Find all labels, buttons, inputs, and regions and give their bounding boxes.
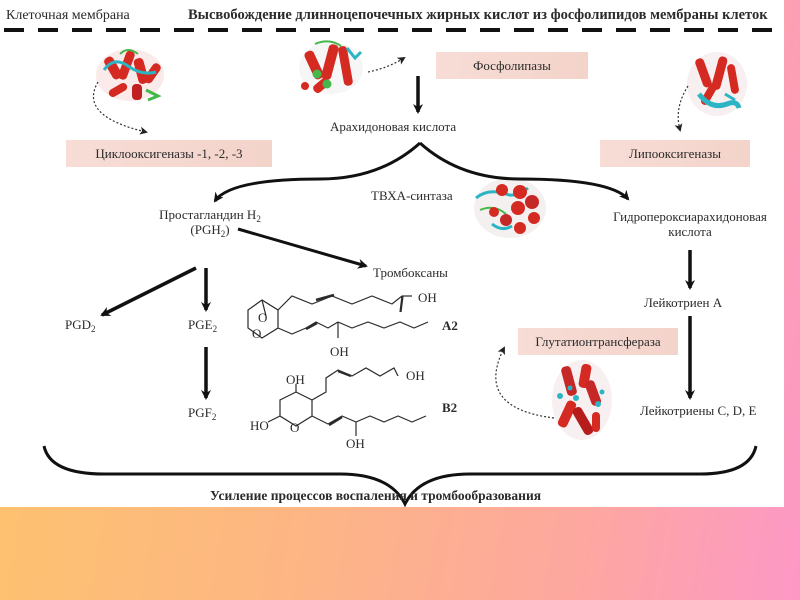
pgf2-name: PGF [188, 405, 212, 420]
enzyme-box-cyclooxygenases: Циклооксигеназы -1, -2, -3 [66, 140, 272, 167]
dotted-arrow-glutathione [495, 346, 555, 419]
arrow-branch-right [418, 141, 630, 201]
a2-o-lower: O [252, 326, 261, 341]
pgh2-sub: 2 [256, 214, 261, 224]
hydroperoxy-arachidonic-acid-label: Гидропероксиарахидоновая кислота [590, 209, 790, 240]
enzyme-box-lipoxygenases: Липооксигеназы [600, 140, 750, 167]
pge2-sub: 2 [212, 324, 218, 334]
arrow-to-thromboxanes [237, 227, 368, 269]
pathway-diagram: OH O O OH A2 OH OH HO O OH B2 [4, 28, 784, 507]
bottom-brace [42, 445, 758, 507]
b2-ho-ring: HO [250, 418, 269, 433]
dotted-arrow-cyclooxygenase [92, 81, 148, 135]
pgh2-abbr: (PGH [190, 221, 221, 237]
protein-lipoxygenase-icon [687, 52, 747, 116]
hydroperoxy-line1: Гидропероксиарахидоновая [613, 209, 767, 224]
protein-glutathione-transferase-icon [552, 360, 612, 440]
prostaglandin-h2-label: Простагландин H2 (PGH2) [140, 207, 280, 239]
pgd2-name: PGD [65, 317, 92, 332]
pge2-name: PGE [188, 317, 213, 332]
b2-label: B2 [442, 400, 457, 415]
a2-o-upper: O [258, 310, 267, 325]
pgf2-sub: 2 [211, 412, 217, 422]
pgd2-sub: 2 [91, 324, 96, 334]
pgh2-abbr-close: ) [225, 221, 230, 237]
dotted-arrow-lipoxygenase [674, 85, 689, 132]
b2-oh-side: OH [346, 436, 365, 451]
hydroperoxy-line2: кислота [668, 223, 712, 239]
conclusion-label: Усиление процессов воспаления и тромбооб… [210, 488, 542, 503]
protein-phospholipase-icon [299, 40, 363, 94]
pgd2-label: PGD2 [65, 317, 96, 334]
a2-oh-side: OH [330, 344, 349, 359]
thromboxanes-label: Тромбоксаны [373, 265, 448, 280]
arrow-branch-left [213, 141, 422, 203]
a2-oh-acid: OH [418, 290, 437, 305]
arrow-to-pgd2 [100, 266, 197, 317]
enzyme-box-glutathione-transferase: Глутатионтрансфераза [518, 328, 678, 355]
diagram-slide: OH O O OH A2 OH OH HO O OH B2 Клеточная … [4, 7, 784, 507]
tbxa-synthase-label: ТВХА-синтаза [371, 188, 453, 203]
leukotrienes-cde-label: Лейкотриены C, D, E [640, 403, 757, 418]
dotted-arrow-phospholipase [367, 56, 406, 73]
diagram-title: Высвобождение длинноцепочечных жирных ки… [188, 7, 768, 23]
pgf2-label: PGF2 [188, 405, 217, 422]
b2-oh-top: OH [286, 372, 305, 387]
leukotriene-a-label: Лейкотриен А [644, 295, 723, 310]
pgh2-name: Простагландин H [159, 207, 257, 222]
b2-o-ring: O [290, 420, 299, 435]
cell-membrane-label: Клеточная мембрана [6, 8, 130, 23]
protein-cyclooxygenase-icon [96, 49, 164, 102]
thromboxane-a2-structure [247, 293, 429, 339]
pge2-label: PGE2 [188, 317, 218, 334]
pgh2-abbr-sub: 2 [220, 228, 226, 239]
enzyme-box-phospholipases: Фосфолипазы [436, 52, 588, 79]
a2-label: A2 [442, 318, 458, 333]
b2-oh-acid: OH [406, 368, 425, 383]
thromboxane-b2-structure [267, 367, 427, 436]
arachidonic-acid-label: Арахидоновая кислота [330, 119, 457, 134]
protein-tbxa-synthase-icon [474, 178, 546, 238]
